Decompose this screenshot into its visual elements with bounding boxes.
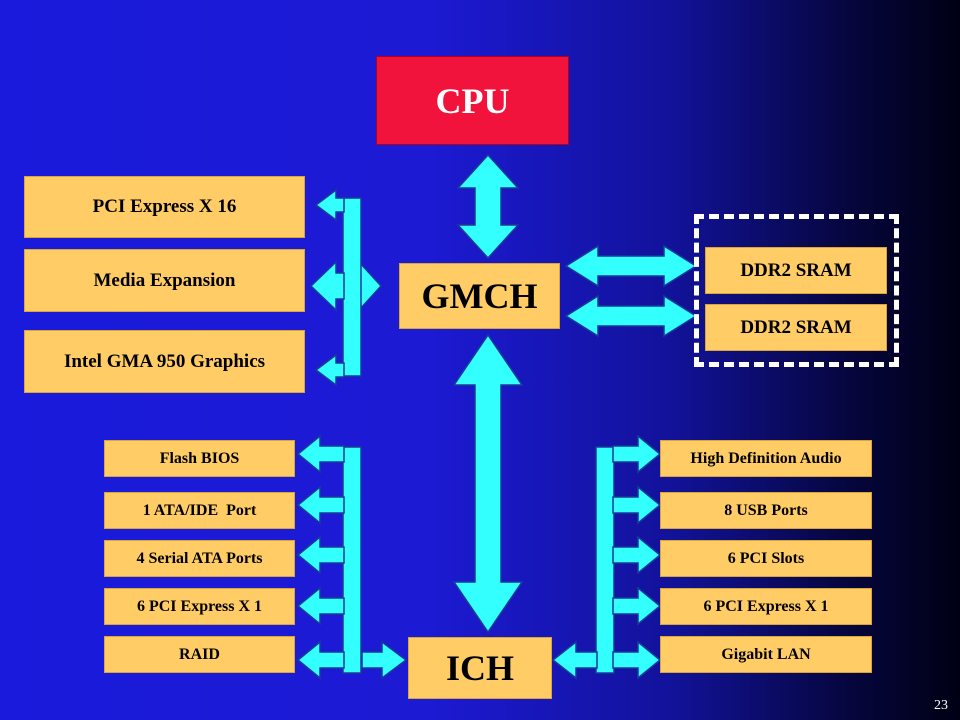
ich-left-bus-arrow-5 xyxy=(296,640,345,680)
ich-left-label: 6 PCI Express X 1 xyxy=(136,597,263,615)
cpu-box: CPU xyxy=(376,56,569,145)
ich-left-label: 1 ATA/IDE Port xyxy=(142,501,257,519)
ich-left-bus-arrow-4 xyxy=(296,586,345,626)
ich-right-label: High Definition Audio xyxy=(690,449,842,467)
gmch-label: GMCH xyxy=(421,276,538,316)
gmch-bus-arrow-3 xyxy=(314,353,345,387)
ich-right-bus-arrow-5 xyxy=(612,640,662,680)
ich-label: ICH xyxy=(445,648,514,688)
ich-right-box-1: High Definition Audio xyxy=(660,440,872,477)
gmch-bus-arrow-2 xyxy=(309,260,345,312)
ich-right-box-2: 8 USB Ports xyxy=(660,492,872,529)
ich-box: ICH xyxy=(408,637,552,699)
ich-right-bus-arrow-2 xyxy=(612,485,662,525)
ich-right-label: 8 USB Ports xyxy=(724,501,808,519)
ich-right-box-4: 6 PCI Express X 1 xyxy=(660,588,872,625)
ich-right-bus-arrow-3 xyxy=(612,535,662,575)
gmch-memory-arrow-1 xyxy=(564,244,698,288)
ich-right-bus-arrow-1 xyxy=(612,434,662,474)
ich-left-bus-arrow-1 xyxy=(296,434,345,474)
gmch-bus-bar xyxy=(342,197,362,377)
memory-label: DDR2 SRAM xyxy=(740,259,852,281)
ich-left-label: 4 Serial ATA Ports xyxy=(136,549,263,567)
gmch-left-box-3: Intel GMA 950 Graphics xyxy=(24,330,305,393)
ich-right-box-5: Gigabit LAN xyxy=(660,636,872,673)
gmch-left-label: Intel GMA 950 Graphics xyxy=(63,350,266,372)
gmch-left-label: PCI Express X 16 xyxy=(92,196,237,217)
page-number: 23 xyxy=(934,698,948,713)
ich-right-label: Gigabit LAN xyxy=(721,645,811,663)
ich-right-box-3: 6 PCI Slots xyxy=(660,540,872,577)
ich-left-box-5: RAID xyxy=(104,636,295,673)
ich-left-bus-connector xyxy=(361,640,408,680)
memory-label: DDR2 SRAM xyxy=(740,316,852,338)
gmch-bus-arrow-1 xyxy=(314,188,345,222)
gmch-memory-arrow-2 xyxy=(564,294,698,338)
gmch-left-box-1: PCI Express X 16 xyxy=(24,176,305,238)
ich-right-bus-connector xyxy=(551,640,598,680)
gmch-left-label: Media Expansion xyxy=(93,269,236,291)
ich-left-label: RAID xyxy=(179,645,220,663)
ich-left-box-3: 4 Serial ATA Ports xyxy=(104,540,295,577)
ich-left-bus-arrow-3 xyxy=(296,535,345,575)
memory-group-border xyxy=(694,214,899,367)
ich-left-bus-bar xyxy=(342,446,362,674)
ich-left-label: Flash BIOS xyxy=(159,449,240,467)
memory-box-2: DDR2 SRAM xyxy=(705,304,887,351)
ich-right-bus-bar xyxy=(595,446,615,674)
ich-right-bus-arrow-4 xyxy=(612,586,662,626)
cpu-gmch-arrow xyxy=(456,153,520,260)
memory-box-1: DDR2 SRAM xyxy=(705,247,887,294)
ich-left-box-1: Flash BIOS xyxy=(104,440,295,477)
gmch-box: GMCH xyxy=(399,263,560,329)
ich-left-bus-arrow-2 xyxy=(296,485,345,525)
ich-left-box-4: 6 PCI Express X 1 xyxy=(104,588,295,625)
cpu-label: CPU xyxy=(435,80,510,121)
ich-left-box-2: 1 ATA/IDE Port xyxy=(104,492,295,529)
gmch-left-box-2: Media Expansion xyxy=(24,249,305,312)
gmch-ich-arrow xyxy=(452,333,524,634)
ich-right-label: 6 PCI Express X 1 xyxy=(703,597,829,615)
ich-right-label: 6 PCI Slots xyxy=(727,549,805,567)
